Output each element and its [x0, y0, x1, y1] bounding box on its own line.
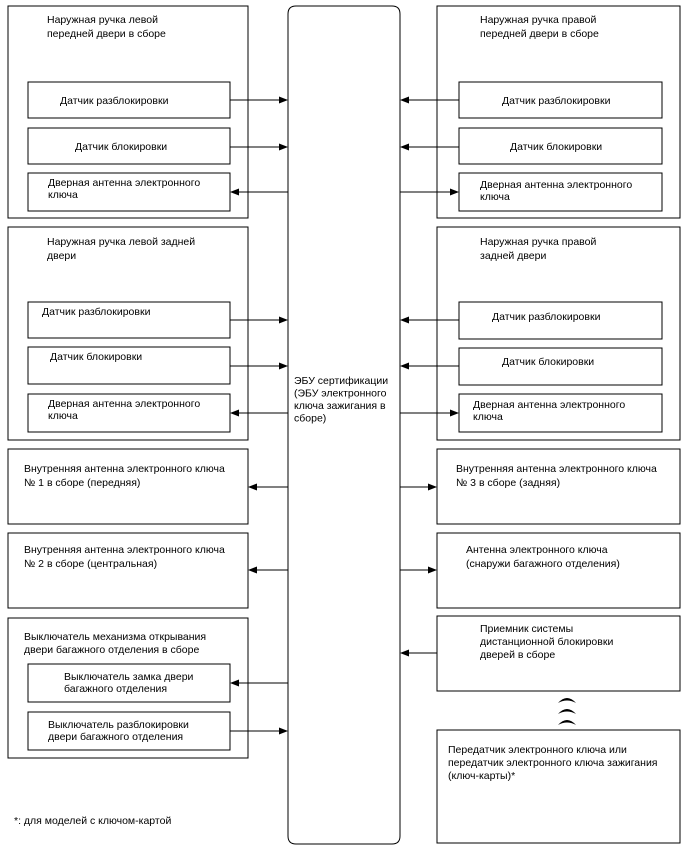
front-right-door-handle-group: Наружная ручка правой передней двери в с…: [436, 5, 681, 219]
trunk-opener-switch-group: Выключатель механизма открывания двери б…: [7, 617, 249, 759]
front-left-unlock-sensor-label: Датчик разблокировки: [60, 95, 169, 107]
rear-left-unlock-sensor-label: Датчик разблокировки: [42, 306, 151, 318]
front-right-lock-sensor-label: Датчик блокировки: [510, 141, 602, 153]
arrow-rl-unlock: [230, 316, 288, 324]
trunk-unlock-switch-label: Выключатель разблокировки двери багажног…: [48, 719, 192, 743]
rear-right-unlock-sensor-box: [458, 301, 663, 340]
front-left-unlock-sensor-box: [27, 81, 231, 119]
front-right-antenna-box: [458, 172, 663, 212]
arrow-rr-unlock: [400, 316, 459, 324]
arrow-rl-lock: [230, 362, 288, 370]
front-right-unlock-sensor-box: [458, 81, 663, 119]
rear-right-unlock-sensor-label: Датчик разблокировки: [492, 311, 601, 323]
front-right-title: Наружная ручка правой передней двери в с…: [480, 14, 599, 40]
arrow-rr-antenna: [400, 409, 459, 417]
arrow-fr-lock: [400, 143, 459, 151]
trunk-lock-switch-box: [27, 663, 231, 703]
front-left-lock-sensor-label: Датчик блокировки: [75, 141, 167, 153]
arrow-antenna-3: [400, 483, 437, 491]
antenna-2-label: Внутренняя антенна электронного ключа № …: [24, 544, 228, 570]
front-left-door-handle-group: Наружная ручка левой передней двери в сб…: [7, 5, 249, 219]
front-left-title: Наружная ручка левой передней двери в сб…: [47, 14, 166, 40]
rear-right-antenna-box: [458, 393, 663, 433]
front-left-lock-sensor-box: [27, 127, 231, 165]
rear-right-lock-sensor-label: Датчик блокировки: [502, 356, 594, 368]
arrow-fr-unlock: [400, 96, 459, 104]
arrow-rl-antenna: [230, 409, 288, 417]
arrow-antenna-1: [248, 483, 288, 491]
antenna-outside-label: Антенна электронного ключа (снаружи бага…: [466, 544, 620, 570]
arrow-rr-lock: [400, 362, 459, 370]
arrow-fl-unlock: [230, 96, 288, 104]
transmitter-label: Передатчик электронного ключа или переда…: [448, 744, 660, 782]
front-right-lock-sensor-box: [458, 127, 663, 165]
rear-right-lock-sensor-box: [458, 347, 663, 386]
radio-wave-icon: [558, 698, 576, 725]
antenna-outside-box: [436, 532, 681, 609]
rear-left-lock-sensor-label: Датчик блокировки: [50, 351, 142, 363]
rear-left-unlock-sensor-box: [27, 301, 231, 339]
rear-left-title: Наружная ручка левой задней двери: [47, 236, 198, 262]
connection-arrows: [230, 96, 459, 735]
trunk-unlock-switch-box: [27, 711, 231, 751]
arrow-fl-lock: [230, 143, 288, 151]
antenna-1-label: Внутренняя антенна электронного ключа № …: [24, 463, 228, 489]
ecu-label: ЭБУ сертификации (ЭБУ электронного ключа…: [294, 375, 391, 425]
rear-right-title: Наружная ручка правой задней двери: [480, 236, 599, 262]
arrow-antenna-outside: [400, 566, 437, 574]
front-left-antenna-box: [27, 172, 231, 212]
trunk-title: Выключатель механизма открывания двери б…: [24, 631, 209, 656]
antenna-3-box: [436, 448, 681, 525]
front-left-antenna-label: Дверная антенна электронного ключа: [48, 177, 203, 201]
arrow-receiver: [400, 649, 437, 657]
arrow-antenna-2: [248, 566, 288, 574]
rear-right-antenna-label: Дверная антенна электронного ключа: [473, 399, 628, 423]
arrow-fr-antenna: [400, 188, 459, 196]
transmitter-box: [436, 729, 681, 844]
rear-left-antenna-label: Дверная антенна электронного ключа: [48, 398, 203, 422]
trunk-lock-switch-label: Выключатель замка двери багажного отделе…: [64, 671, 196, 695]
antenna-1-box: [7, 448, 249, 525]
antenna-3-label: Внутренняя антенна электронного ключа № …: [456, 463, 660, 489]
arrow-trunk-lock: [230, 679, 288, 687]
footnote: *: для моделей с ключом-картой: [14, 815, 171, 827]
front-right-antenna-label: Дверная антенна электронного ключа: [480, 179, 635, 203]
receiver-label: Приемник системы дистанционной блокировк…: [480, 623, 616, 661]
front-right-unlock-sensor-label: Датчик разблокировки: [502, 95, 611, 107]
receiver-box: [436, 615, 681, 692]
rear-right-door-handle-group: Наружная ручка правой задней двери Датчи…: [436, 226, 681, 441]
arrow-trunk-unlock: [230, 727, 288, 735]
ecu-column: [287, 5, 401, 845]
arrow-fl-antenna: [230, 188, 288, 196]
antenna-2-box: [7, 532, 249, 609]
rear-left-door-handle-group: Наружная ручка левой задней двери Датчик…: [7, 226, 249, 441]
